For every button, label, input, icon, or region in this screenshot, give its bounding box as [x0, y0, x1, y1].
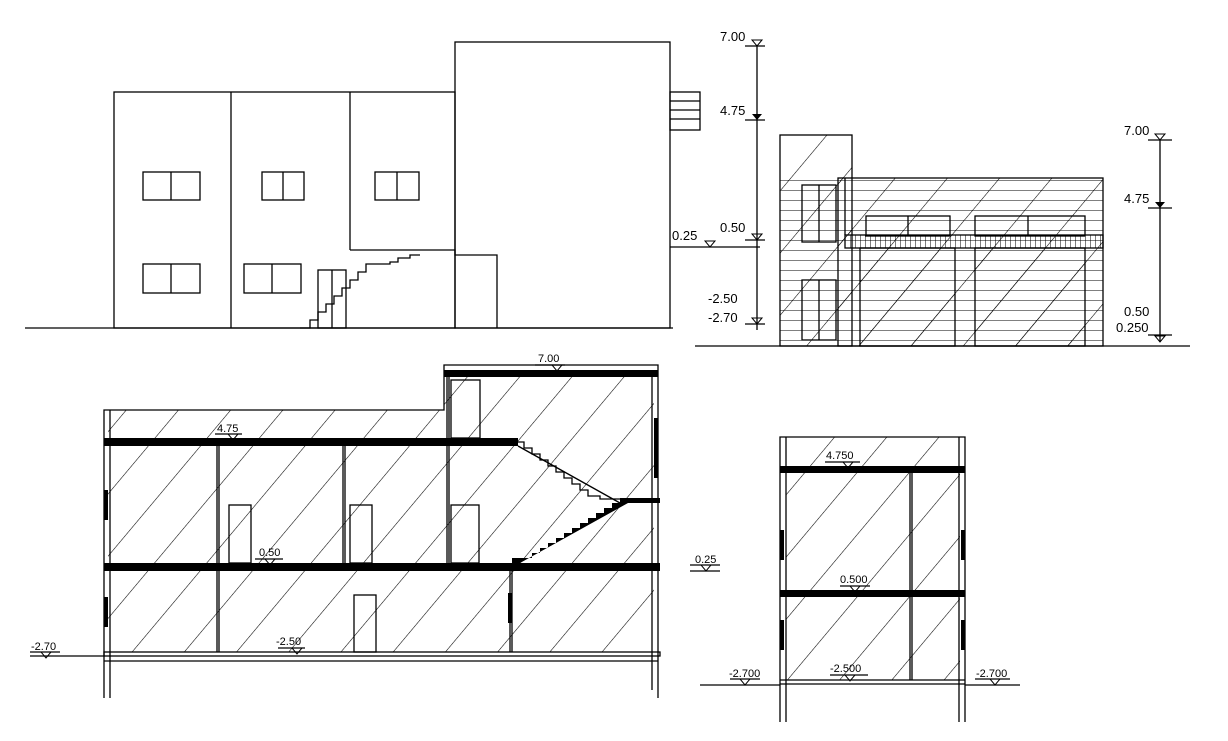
windows [142, 171, 420, 329]
longitudinal-section: 7.00 4.75 0.50 0.25 -2.50 -2.70 [30, 353, 720, 698]
vent-icon [669, 91, 701, 131]
level-label: 7.00 [1124, 123, 1149, 138]
stair-flight [512, 498, 628, 563]
tall-volume [454, 41, 671, 329]
level-label: 0.50 [720, 220, 745, 235]
level-label: 0.50 [259, 547, 280, 559]
level-label: 0.25 [695, 554, 716, 566]
level-label: -2.70 [708, 310, 738, 325]
exterior-stair [300, 254, 420, 329]
front-elevation: 0.25 [25, 41, 760, 329]
level-label: -2.50 [708, 291, 738, 306]
level-label: 7.00 [720, 29, 745, 44]
level-label: 0.250 [1116, 320, 1149, 335]
level-label: -2.500 [830, 663, 861, 675]
level-label: -2.700 [976, 668, 1007, 680]
level-label: 4.75 [720, 103, 745, 118]
level-label: 0.50 [1124, 304, 1149, 319]
side-elevation: 7.00 4.75 0.50 0.250 [695, 123, 1190, 347]
level-label: -2.700 [729, 668, 760, 680]
level-label: 4.75 [1124, 191, 1149, 206]
level-label: -2.50 [276, 636, 301, 648]
level-label: 7.00 [538, 353, 559, 365]
level-label: 4.75 [217, 423, 238, 435]
cross-section: 4.750 0.500 -2.500 -2.700 -2.700 [700, 436, 1020, 722]
stair-flight-upper [518, 441, 620, 500]
level-label: 0.25 [672, 228, 697, 243]
level-dimension-column: 7.00 4.75 0.50 -2.50 -2.70 [708, 29, 765, 330]
railing-band [845, 235, 1103, 248]
level-label: 4.750 [826, 450, 854, 462]
level-label: 0.500 [840, 574, 868, 586]
level-label: -2.70 [31, 641, 56, 653]
